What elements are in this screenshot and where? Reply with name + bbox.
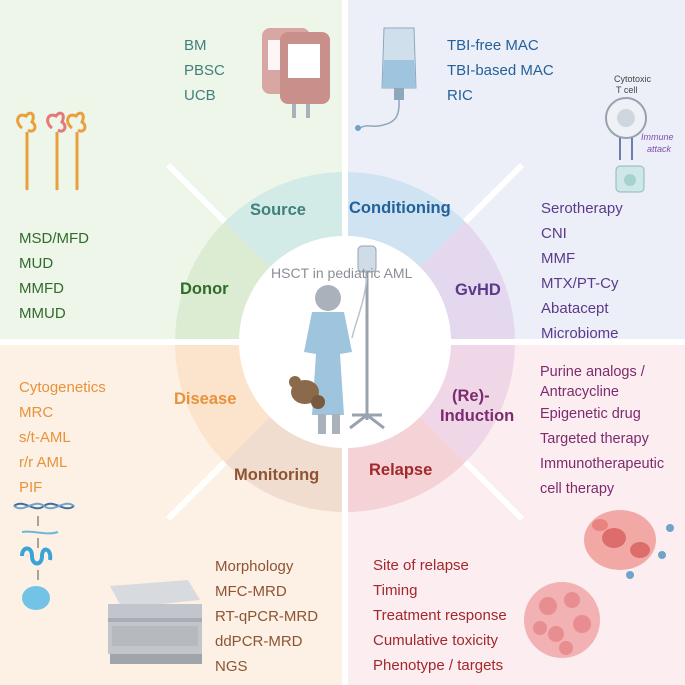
tumor-mass-icon [524,582,600,658]
list-item: Cumulative toxicity [373,632,499,649]
ring-disease [175,342,270,463]
list-item: NGS [215,658,248,675]
ring-relapse [345,416,466,512]
list-reinduction: Purine analogs / Antracycline Epigenetic… [540,362,664,502]
list-item: Cytogenetics [19,379,106,396]
list-item: r/r AML [19,454,68,471]
segment-label-reinduction-1: (Re)- [452,387,490,405]
list-item: ddPCR-MRD [215,633,303,650]
patient-with-iv-icon [289,245,385,434]
iv-bag-icon [355,27,417,131]
ring-source [224,172,345,267]
list-item: MTX/PT-Cy [541,275,619,292]
list-item: PBSC [184,62,225,79]
list-relapse: Site of relapse Timing Treatment respons… [373,553,507,678]
center-title: HSCT in pediatric AML [271,265,413,281]
segment-label-conditioning: Conditioning [349,199,451,217]
t-cell-icon [605,97,647,193]
list-source: BM PBSC UCB [184,33,225,108]
list-item: Site of relapse [373,557,469,574]
immune-label-1: Immune [641,132,674,142]
list-item: Microbiome [541,325,619,342]
list-item: Morphology [215,558,294,575]
list-item: s/t-AML [19,429,71,446]
segment-label-relapse: Relapse [369,461,433,479]
list-conditioning: TBI-free MAC TBI-based MAC RIC [447,33,554,108]
segment-label-donor: Donor [180,280,229,298]
list-item: Epigenetic drug [540,406,641,422]
list-item: RT-qPCR-MRD [215,608,319,625]
cytotoxic-label-1: Cytotoxic [614,74,652,84]
list-disease: Cytogenetics MRC s/t-AML r/r AML PIF [19,375,106,500]
list-item: Antracycline [540,384,619,400]
list-item: Phenotype / targets [373,657,504,674]
list-item: Serotherapy [541,200,623,217]
segment-label-gvhd: GvHD [455,281,501,299]
ring-donor [175,221,270,342]
list-item: TBI-free MAC [447,37,539,54]
blood-bags-icon [262,28,330,118]
list-item: cell therapy [540,481,615,497]
list-item: MMFD [19,280,64,297]
list-item: Immunotherapeutic [540,456,665,472]
lab-instrument-icon [108,580,202,664]
chromosome-icon [16,111,87,190]
list-item: Targeted therapy [540,431,649,447]
list-item: UCB [184,87,216,104]
cancer-cells-icon [584,510,674,579]
list-item: MSD/MFD [19,230,89,247]
dna-folding-icon [13,502,75,610]
list-item: CNI [541,225,567,242]
ring-reinduction [420,342,515,463]
list-item: Purine analogs / [540,364,645,380]
list-donor: MSD/MFD MUD MMFD MMUD [19,226,89,326]
list-item: RIC [447,87,473,104]
ring-conditioning [345,172,466,267]
list-item: MUD [19,255,54,272]
cytotoxic-label-2: T cell [616,85,638,95]
list-item: Treatment response [373,607,507,624]
list-gvhd: Serotherapy CNI MMF MTX/PT-Cy Abatacept … [541,196,623,346]
immune-label-2: attack [647,144,672,154]
segment-label-source: Source [250,201,306,219]
segment-label-monitoring: Monitoring [234,466,320,484]
ring-gvhd [420,221,515,342]
ring [175,172,515,512]
segment-label-disease: Disease [174,390,237,408]
list-item: Abatacept [541,300,609,317]
list-monitoring: Morphology MFC-MRD RT-qPCR-MRD ddPCR-MRD… [215,554,318,679]
list-item: TBI-based MAC [447,62,554,79]
list-item: MRC [19,404,54,421]
list-item: MMF [541,250,576,267]
list-item: PIF [19,479,43,496]
ring-monitoring [224,416,345,512]
segment-label-reinduction-2: Induction [440,407,515,425]
list-item: MMUD [19,305,66,322]
list-item: Timing [373,582,418,599]
list-item: MFC-MRD [215,583,287,600]
list-item: BM [184,37,207,54]
